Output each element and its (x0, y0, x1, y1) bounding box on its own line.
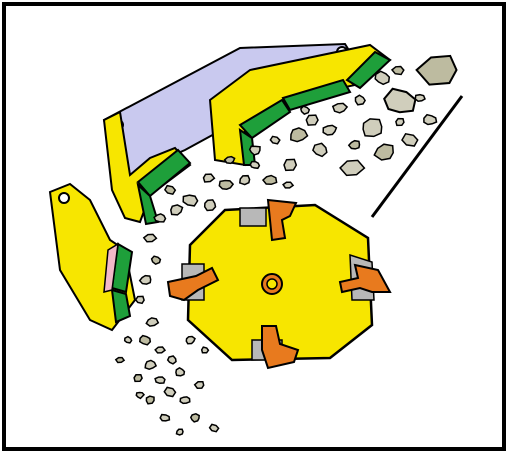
rock (177, 429, 184, 435)
rock (250, 162, 259, 169)
holder-top (240, 208, 266, 226)
rock (125, 337, 132, 343)
rock (146, 396, 154, 404)
rock (155, 377, 165, 383)
rock (180, 397, 190, 404)
rock (225, 157, 235, 164)
rotor-shaft-inner (267, 279, 277, 289)
rock (306, 115, 318, 125)
rock (415, 95, 425, 102)
rock (136, 296, 144, 303)
rock (160, 415, 169, 421)
lower-pivot (59, 193, 69, 203)
rock (205, 200, 216, 211)
rock (134, 375, 142, 382)
rock (283, 182, 293, 188)
rock (144, 234, 157, 241)
rock (219, 181, 233, 190)
rock (284, 159, 296, 170)
rock (202, 347, 209, 353)
rock (155, 347, 165, 353)
rock (240, 176, 250, 185)
rock (116, 358, 124, 363)
rock (396, 119, 404, 126)
rock (195, 382, 204, 389)
rock (191, 414, 199, 422)
rock (363, 119, 382, 136)
rock (152, 256, 161, 264)
